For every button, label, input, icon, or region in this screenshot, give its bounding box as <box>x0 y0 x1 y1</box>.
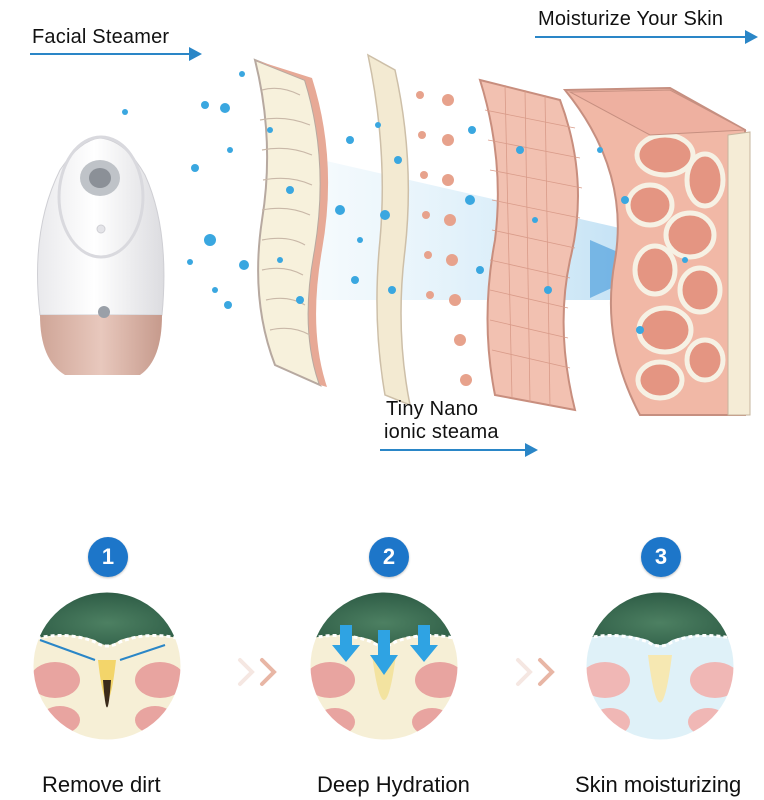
step-label-2: Deep Hydration <box>317 772 470 797</box>
chevron-right-icon <box>516 658 555 686</box>
step-number-3: 3 <box>641 537 681 577</box>
arrow-right-icon <box>745 30 758 44</box>
nano-label-line1: Tiny Nano <box>386 398 479 420</box>
chevron-right-icon <box>238 658 277 686</box>
step-label-1: Remove dirt <box>42 772 161 797</box>
skin-layer-cells <box>253 58 329 387</box>
step-circle-2 <box>309 591 459 741</box>
pore-dots <box>416 91 472 386</box>
facial-steamer-device <box>37 135 165 375</box>
step-number-2: 2 <box>369 537 409 577</box>
moisturize-arrow-line <box>535 36 747 38</box>
step-circle-3 <box>585 591 735 741</box>
facial-steamer-arrow-line <box>30 53 192 55</box>
step-label-3: Skin moisturizing <box>575 772 742 797</box>
skin-layer-block <box>562 86 751 416</box>
nano-arrow-line <box>380 449 527 451</box>
facial-steamer-label: Facial Steamer <box>32 26 170 48</box>
water-droplets <box>122 71 688 334</box>
step-number-1: 1 <box>88 537 128 577</box>
nano-label-line2: ionic steama <box>384 421 499 443</box>
skin-layer-grid <box>478 78 583 412</box>
moisturize-label: Moisturize Your Skin <box>538 8 724 30</box>
arrow-right-icon <box>525 443 538 457</box>
arrow-right-icon <box>189 47 202 61</box>
